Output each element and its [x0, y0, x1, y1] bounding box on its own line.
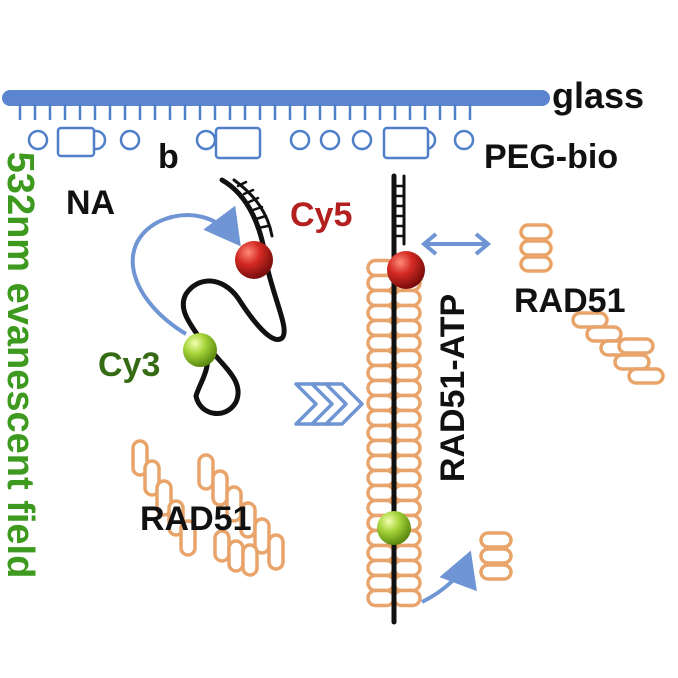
biotin-circle — [119, 129, 141, 151]
rad51-monomer — [392, 573, 422, 593]
red-dye-sphere-icon — [387, 251, 425, 289]
rad51-monomer — [479, 531, 513, 549]
rad51-monomer — [197, 453, 215, 491]
rad51-monomer — [392, 348, 422, 368]
rad51-monomer-cluster-lower-right — [479, 531, 513, 581]
rad51-monomer — [392, 363, 422, 383]
glass-label: glass — [552, 75, 644, 116]
rad51-monomer — [519, 255, 553, 273]
green-dye-sphere-icon — [377, 511, 411, 545]
rad51-monomer — [366, 408, 396, 428]
rad51-monomer — [519, 239, 553, 257]
rad51-monomer — [366, 438, 396, 458]
rad51-monomer — [239, 501, 257, 539]
rad51-monomer — [366, 588, 396, 608]
rad51-right-label: RAD51 — [514, 282, 625, 320]
green-dye-sphere-icon — [183, 333, 217, 367]
rad51-monomer — [366, 303, 396, 323]
rad51-monomer — [392, 468, 422, 488]
b-label: b — [158, 138, 179, 176]
rad51-monomer — [585, 325, 623, 343]
rad51-monomer — [392, 423, 422, 443]
right-dna-strand — [391, 173, 406, 625]
rad51-atp-label: RAD51-ATP — [434, 294, 472, 482]
side-label: 532nm evanescent field — [0, 152, 41, 579]
rad51-monomer — [392, 288, 422, 308]
rad51-monomer — [366, 573, 396, 593]
curved-arrow-icon — [421, 550, 477, 604]
rad51-monomer — [613, 353, 651, 371]
rad51-monomer — [366, 348, 396, 368]
rad51-monomer — [366, 363, 396, 383]
rad51-monomer — [479, 563, 513, 581]
biotin-circle — [453, 129, 475, 151]
cy3-label: Cy3 — [98, 346, 160, 384]
cy5-label: Cy5 — [290, 196, 352, 234]
rad51-monomer — [253, 517, 271, 555]
rad51-monomer — [392, 558, 422, 578]
biotin-circle — [319, 129, 341, 151]
rad51-left-label: RAD51 — [140, 500, 251, 538]
rad51-monomer — [366, 333, 396, 353]
double-headed-arrow-icon — [420, 232, 492, 256]
rad51-monomer — [479, 547, 513, 565]
rad51-monomer — [392, 378, 422, 398]
rad51-monomer — [519, 223, 553, 241]
chevron-arrow-icon — [294, 382, 364, 426]
rad51-monomer — [241, 543, 259, 577]
rad51-monomer — [366, 453, 396, 473]
rad51-monomer — [392, 333, 422, 353]
rad51-monomer — [366, 423, 396, 443]
red-dye-sphere-icon — [235, 241, 273, 279]
rad51-monomer-cluster-left — [131, 439, 285, 577]
rad51-monomer — [392, 438, 422, 458]
rad51-monomer — [392, 393, 422, 413]
rad51-monomer — [392, 543, 422, 563]
rad51-monomer — [392, 453, 422, 473]
biotin-circle — [27, 129, 49, 151]
rad51-monomer — [225, 485, 243, 523]
rad51-monomer — [211, 469, 229, 507]
rad51-monomer — [366, 318, 396, 338]
left-dna-duplex-rungs — [236, 180, 270, 230]
na-label: NA — [66, 184, 115, 222]
rad51-monomer — [392, 408, 422, 428]
rad51-monomer — [267, 533, 285, 571]
rad51-monomer — [366, 543, 396, 563]
rad51-monomer — [366, 558, 396, 578]
rad51-monomer — [617, 337, 655, 355]
neutravidin-squares — [56, 126, 430, 160]
rad51-monomer — [366, 468, 396, 488]
rad51-monomer — [366, 288, 396, 308]
rad51-monomer — [392, 483, 422, 503]
right-dna-duplex-rungs — [392, 184, 406, 238]
rad51-monomer — [366, 378, 396, 398]
rad51-monomer — [227, 539, 245, 573]
rad51-monomer — [392, 303, 422, 323]
rad51-monomer — [366, 393, 396, 413]
rad51-monomer — [392, 588, 422, 608]
biotin-circle — [289, 129, 311, 151]
rad51-monomer — [366, 483, 396, 503]
rad51-monomer-cluster-right — [519, 223, 665, 385]
rad51-monomer — [179, 519, 197, 557]
curved-arrow-icon — [130, 205, 241, 336]
biotin-circle — [351, 129, 373, 151]
peg-bio-label: PEG-bio — [484, 138, 618, 176]
rad51-monomer — [392, 318, 422, 338]
rad51-monomer — [627, 367, 665, 385]
biotin-circle — [195, 129, 217, 151]
